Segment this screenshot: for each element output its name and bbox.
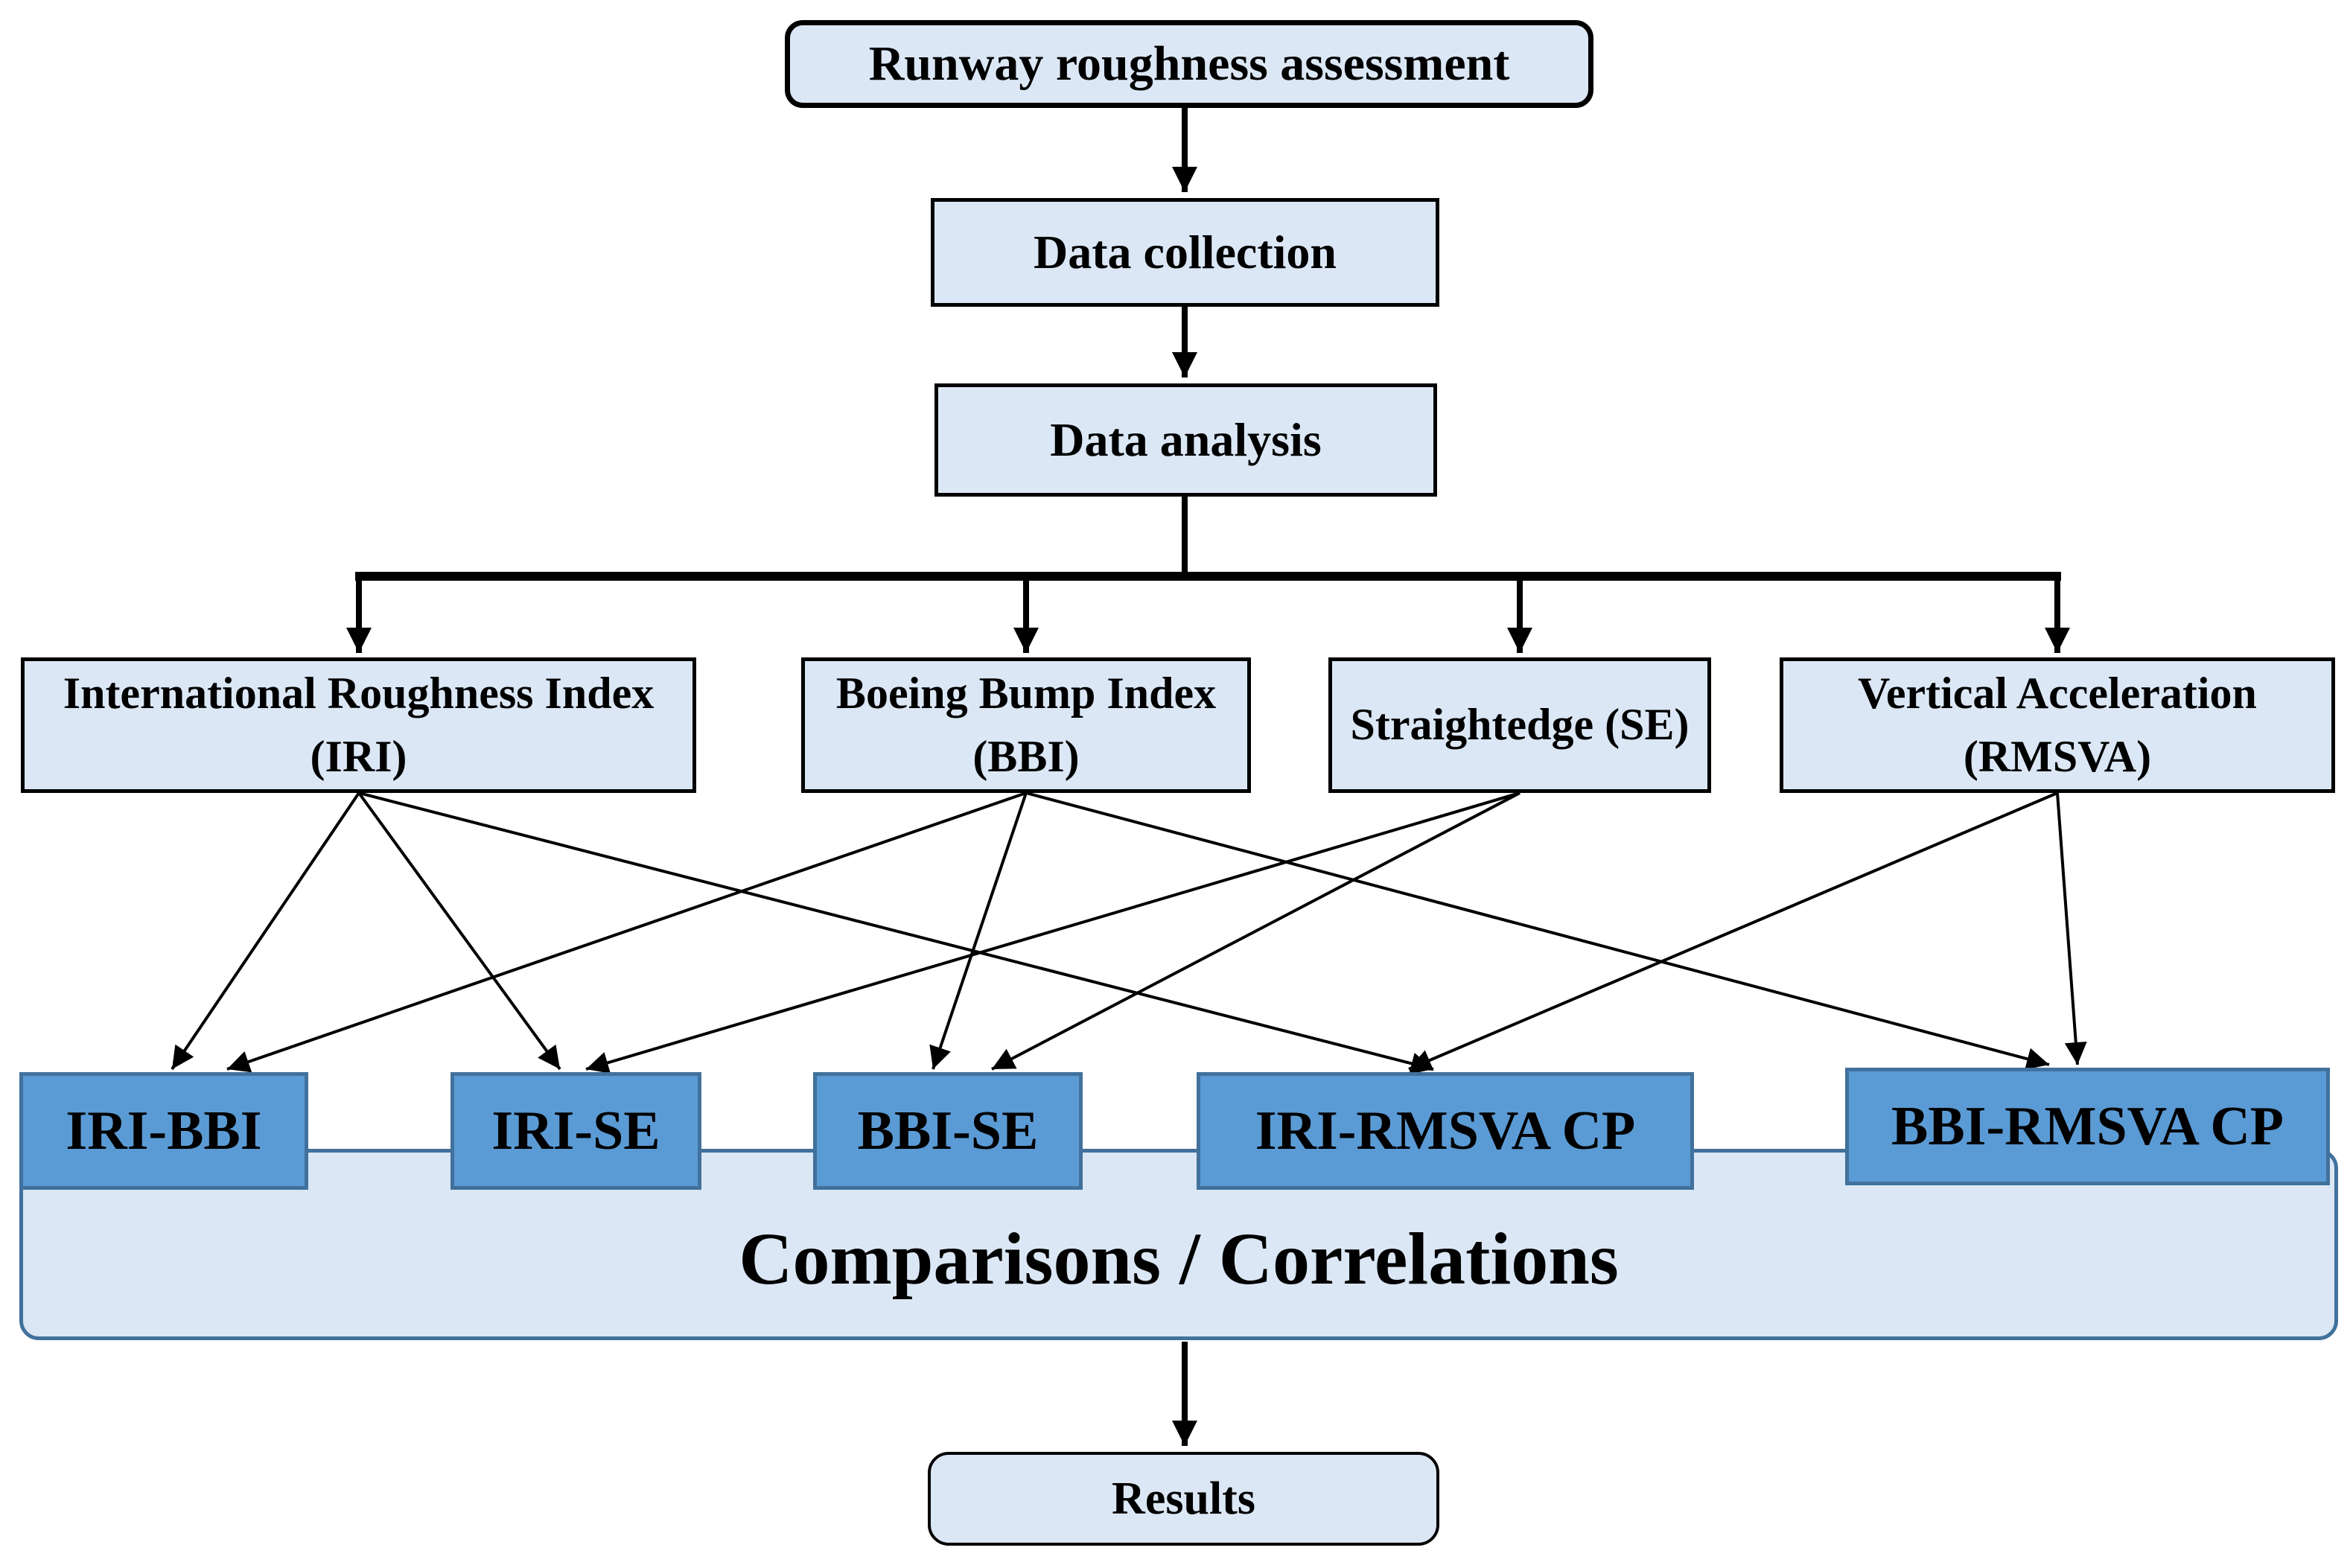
box-comparison-bbi-se: BBI-SE (813, 1072, 1083, 1190)
box-comparison-iri-bbi: IRI-BBI (19, 1072, 308, 1190)
box-method-iri: International Roughness Index (IRI) (21, 657, 696, 793)
box-method-bbi: Boeing Bump Index (BBI) (801, 657, 1251, 793)
arrow-bbi-to-bbise (929, 792, 1028, 1070)
box-method-se: Straightedge (SE) (1328, 657, 1711, 793)
arrow-iri-to-iribbi (171, 791, 360, 1071)
comparisons-correlations-label: Comparisons / Correlations (739, 1217, 1619, 1300)
box-method-bbi-label: Boeing Bump Index (BBI) (835, 668, 1217, 781)
box-comparison-iri-se: IRI-SE (450, 1072, 701, 1190)
box-data-collection: Data collection (931, 198, 1439, 307)
box-comparison-iri-bbi-label: IRI-BBI (66, 1100, 262, 1161)
box-data-analysis-label: Data analysis (1050, 412, 1322, 466)
box-method-rmsva: Vertical Acceleration (RMSVA) (1780, 657, 2335, 793)
arrow-rmsva-to-bbirmsva (2056, 792, 2087, 1065)
arrow-iri-to-irirmsva (358, 791, 1434, 1075)
arrow-iri-to-irise (357, 791, 561, 1071)
arrow-se-to-bbise (991, 791, 1521, 1071)
box-comparison-iri-se-label: IRI-SE (491, 1100, 660, 1161)
box-runway-roughness-assessment-label: Runway roughness assessment (868, 36, 1510, 92)
box-method-iri-label: International Roughness Index (IRI) (63, 668, 655, 781)
box-runway-roughness-assessment: Runway roughness assessment (785, 20, 1593, 108)
arrow-bbi-to-iribbi (226, 791, 1027, 1073)
arrow-se-to-irise (585, 791, 1521, 1074)
box-comparison-bbi-rmsva-cp: BBI-RMSVA CP (1845, 1068, 2330, 1185)
box-method-se-label: Straightedge (SE) (1350, 700, 1690, 750)
box-comparison-iri-rmsva-cp-label: IRI-RMSVA CP (1255, 1100, 1636, 1161)
box-data-analysis: Data analysis (934, 383, 1437, 497)
box-comparison-iri-rmsva-cp: IRI-RMSVA CP (1197, 1072, 1694, 1190)
arrow-rmsva-to-irirmsva (1408, 791, 2058, 1071)
box-comparison-bbi-rmsva-cp-label: BBI-RMSVA CP (1891, 1095, 2284, 1157)
arrow-bbi-to-bbirmsva (1025, 791, 2050, 1070)
box-comparison-bbi-se-label: BBI-SE (857, 1100, 1039, 1161)
box-method-rmsva-label: Vertical Acceleration (RMSVA) (1858, 668, 2257, 781)
box-results-label: Results (1112, 1473, 1255, 1524)
box-data-collection-label: Data collection (1034, 225, 1337, 278)
box-results: Results (928, 1452, 1439, 1546)
